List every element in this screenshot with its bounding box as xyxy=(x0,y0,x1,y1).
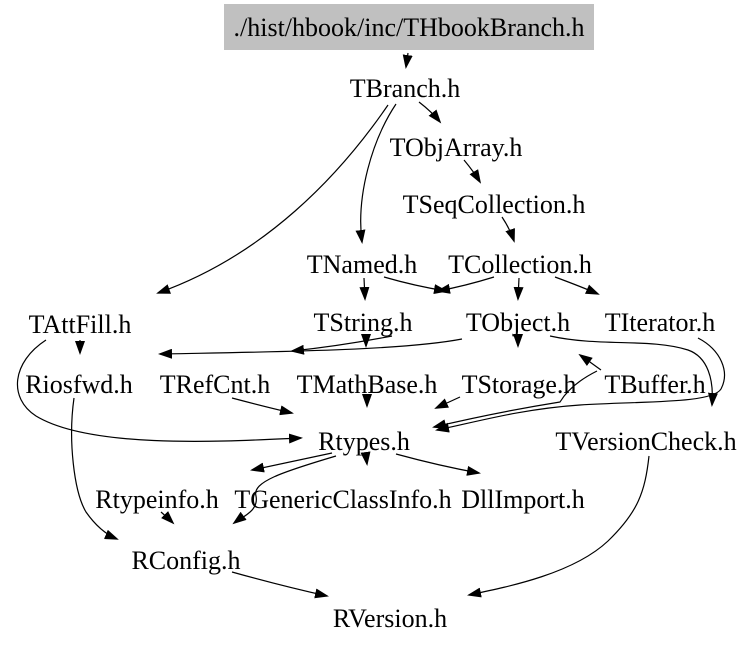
node-tbranch-h[interactable]: TBranch.h xyxy=(350,74,460,103)
node-rtypes-h[interactable]: Rtypes.h xyxy=(318,427,410,456)
edge-rtypes-h-to-dllimport-h xyxy=(395,453,481,476)
edge-tobjarray-h-to-tseqcollection-h xyxy=(463,159,482,184)
node-thbookbranch-h: ./hist/hbook/inc/THbookBranch.h xyxy=(234,13,585,42)
edge-tversioncheck-h-to-rversion-h xyxy=(467,455,650,598)
edge-tcollection-h-to-titerator-h xyxy=(554,276,600,295)
node-rversion-h[interactable]: RVersion.h xyxy=(333,604,447,633)
node-tobject-h[interactable]: TObject.h xyxy=(466,308,570,337)
edge-rtypes-h-to-rconfig-h xyxy=(232,455,337,525)
edge-tstring-h-to-trefcnt-h xyxy=(290,335,393,355)
edge-thbookbranch-h-to-tbranch-h xyxy=(402,52,413,69)
edge-rtypes-h-to-tgenericclassinfo-h xyxy=(360,451,371,466)
edge-rtypeinfo-h-to-rconfig-h xyxy=(160,510,175,525)
edge-tcollection-h-to-tobject-h xyxy=(513,277,524,301)
edge-tbranch-h-to-tnamed-h xyxy=(355,103,397,244)
node-titerator-h[interactable]: TIterator.h xyxy=(605,308,715,337)
edge-rconfig-h-to-rversion-h xyxy=(231,571,329,599)
edge-tbranch-h-to-tattfill-h xyxy=(156,104,389,294)
node-tgenericclassinfo-h[interactable]: TGenericClassInfo.h xyxy=(234,485,451,514)
edge-tobject-h-to-tversioncheck-h xyxy=(549,335,718,407)
node-tstring-h[interactable]: TString.h xyxy=(314,308,413,337)
edge-tseqcollection-h-to-tcollection-h xyxy=(501,216,515,243)
edge-tobject-h-to-riosfwd-h xyxy=(158,338,463,359)
edge-trefcnt-h-to-rtypes-h xyxy=(231,397,294,416)
node-tbuffer-h[interactable]: TBuffer.h xyxy=(604,370,705,399)
node-tmathbase-h[interactable]: TMathBase.h xyxy=(297,370,438,399)
node-tstorage-h[interactable]: TStorage.h xyxy=(462,370,577,399)
node-tnamed-h[interactable]: TNamed.h xyxy=(307,250,417,279)
edge-tbuffer-h-to-tobject-h xyxy=(578,353,602,371)
root-node-box xyxy=(224,4,594,50)
edge-tcollection-h-to-tstring-h xyxy=(436,276,495,294)
edge-tattfill-h-to-rtypes-h xyxy=(16,339,303,444)
node-tattfill-h[interactable]: TAttFill.h xyxy=(29,310,132,339)
node-rconfig-h[interactable]: RConfig.h xyxy=(131,546,240,575)
node-riosfwd-h[interactable]: Riosfwd.h xyxy=(25,370,133,399)
node-rtypeinfo-h[interactable]: Rtypeinfo.h xyxy=(95,485,219,514)
edge-tstorage-h-to-rtypes-h xyxy=(434,396,461,409)
node-tobjarray-h[interactable]: TObjArray.h xyxy=(390,133,523,162)
edge-riosfwd-h-to-rconfig-h xyxy=(71,397,119,540)
node-tcollection-h[interactable]: TCollection.h xyxy=(448,250,592,279)
edge-tbuffer-h-to-rtypes-h xyxy=(432,370,598,430)
node-tseqcollection-h[interactable]: TSeqCollection.h xyxy=(403,190,586,219)
edge-tbranch-h-to-tobjarray-h xyxy=(418,101,442,124)
node-trefcnt-h[interactable]: TRefCnt.h xyxy=(160,370,271,399)
edge-rtypes-h-to-rtypeinfo-h xyxy=(250,452,333,473)
edge-titerator-h-to-rtypes-h xyxy=(435,337,725,433)
node-dllimport-h[interactable]: DllImport.h xyxy=(461,485,585,514)
edge-tnamed-h-to-tstring-h xyxy=(359,277,370,301)
node-tversioncheck-h[interactable]: TVersionCheck.h xyxy=(555,427,736,456)
